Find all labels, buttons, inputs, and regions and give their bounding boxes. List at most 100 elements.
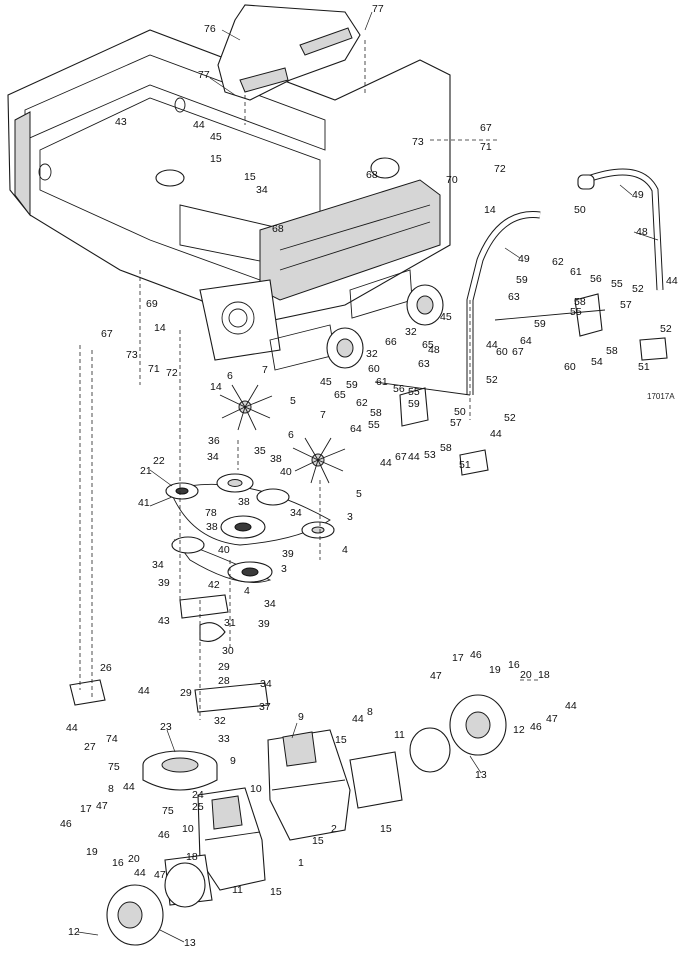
callout-31: 31 [224,617,236,629]
callout-76: 76 [204,23,216,35]
callout-18: 18 [538,669,550,681]
callout-39: 39 [158,577,170,589]
callout-5: 5 [290,395,296,407]
callout-45: 45 [320,376,332,388]
callout-58: 58 [606,345,618,357]
drive-pulleys [326,284,444,369]
callout-71: 71 [148,363,160,375]
electric-clutch [142,750,218,791]
callout-34: 34 [207,451,219,463]
callout-61: 61 [570,266,582,278]
callout-26: 26 [100,662,112,674]
callout-44: 44 [666,275,678,287]
callout-59: 59 [516,274,528,286]
callout-47: 47 [430,670,442,682]
callout-55: 55 [408,386,420,398]
callout-44: 44 [193,119,205,131]
callout-12: 12 [68,926,80,938]
callout-15: 15 [312,835,324,847]
callout-36: 36 [208,435,220,447]
callout-7: 7 [262,364,268,376]
callout-24: 24 [192,789,204,801]
callout-11: 11 [394,729,405,741]
callout-11: 11 [232,884,243,896]
callout-55: 55 [570,306,582,318]
drawing-code: 17017A [647,392,675,401]
idler-bracket [69,594,269,713]
callout-37: 37 [259,701,271,713]
callout-51: 51 [459,459,471,471]
leader-lines [77,11,659,943]
callout-28: 28 [218,675,230,687]
callout-27: 27 [84,741,96,753]
callout-70: 70 [446,174,458,186]
callout-60: 60 [368,363,380,375]
callout-46: 46 [470,649,482,661]
transmission-right [267,729,403,841]
callout-14: 14 [210,381,222,393]
callout-56: 56 [590,273,602,285]
callout-16: 16 [508,659,520,671]
callout-63: 63 [508,291,520,303]
callout-4: 4 [244,585,250,597]
callout-1: 1 [298,857,304,869]
callout-2: 2 [331,823,337,835]
callout-40: 40 [218,544,230,556]
callout-72: 72 [166,367,178,379]
callout-44: 44 [408,451,420,463]
callout-45: 45 [440,311,452,323]
callout-30: 30 [222,645,234,657]
callout-5: 5 [356,488,362,500]
callout-51: 51 [638,361,650,373]
callout-45: 45 [210,131,222,143]
callout-6: 6 [288,429,294,441]
callout-9: 9 [298,711,304,723]
callout-73: 73 [412,136,424,148]
callout-67: 67 [512,346,524,358]
callout-55: 55 [611,278,623,290]
callout-3: 3 [347,511,353,523]
callout-64: 64 [350,423,362,435]
callout-44: 44 [123,781,135,793]
callout-23: 23 [160,721,172,733]
callout-18: 18 [186,851,198,863]
callout-75: 75 [108,761,120,773]
callout-52: 52 [632,283,644,295]
callout-38: 38 [270,453,282,465]
callout-35: 35 [254,445,266,457]
callout-34: 34 [256,184,268,196]
callout-20: 20 [520,669,532,681]
callout-25: 25 [192,801,204,813]
callout-67: 67 [395,451,407,463]
callout-46: 46 [530,721,542,733]
callout-32: 32 [405,326,417,338]
callout-65: 65 [422,339,434,351]
callout-62: 62 [552,256,564,268]
callout-67: 67 [480,122,492,134]
control-levers [374,168,668,476]
callout-43: 43 [158,615,170,627]
callout-77: 77 [198,69,210,81]
callout-39: 39 [282,548,294,560]
callout-38: 38 [206,521,218,533]
callout-57: 57 [450,417,462,429]
callout-43: 43 [115,116,127,128]
callout-20: 20 [128,853,140,865]
callout-72: 72 [494,163,506,175]
cover-panel [217,4,361,101]
callout-17: 17 [80,803,92,815]
callout-53: 53 [424,449,436,461]
callout-46: 46 [60,818,72,830]
callout-34: 34 [152,559,164,571]
callout-58: 58 [574,296,586,308]
callout-10: 10 [182,823,194,835]
callout-8: 8 [108,783,114,795]
callout-32: 32 [214,715,226,727]
callouts: 77 76 77 43 44 45 15 15 34 73 67 71 72 7… [60,3,678,949]
callout-59: 59 [408,398,420,410]
callout-48: 48 [428,344,440,356]
callout-15: 15 [244,171,256,183]
callout-78: 78 [205,507,217,519]
callout-60: 60 [564,361,576,373]
